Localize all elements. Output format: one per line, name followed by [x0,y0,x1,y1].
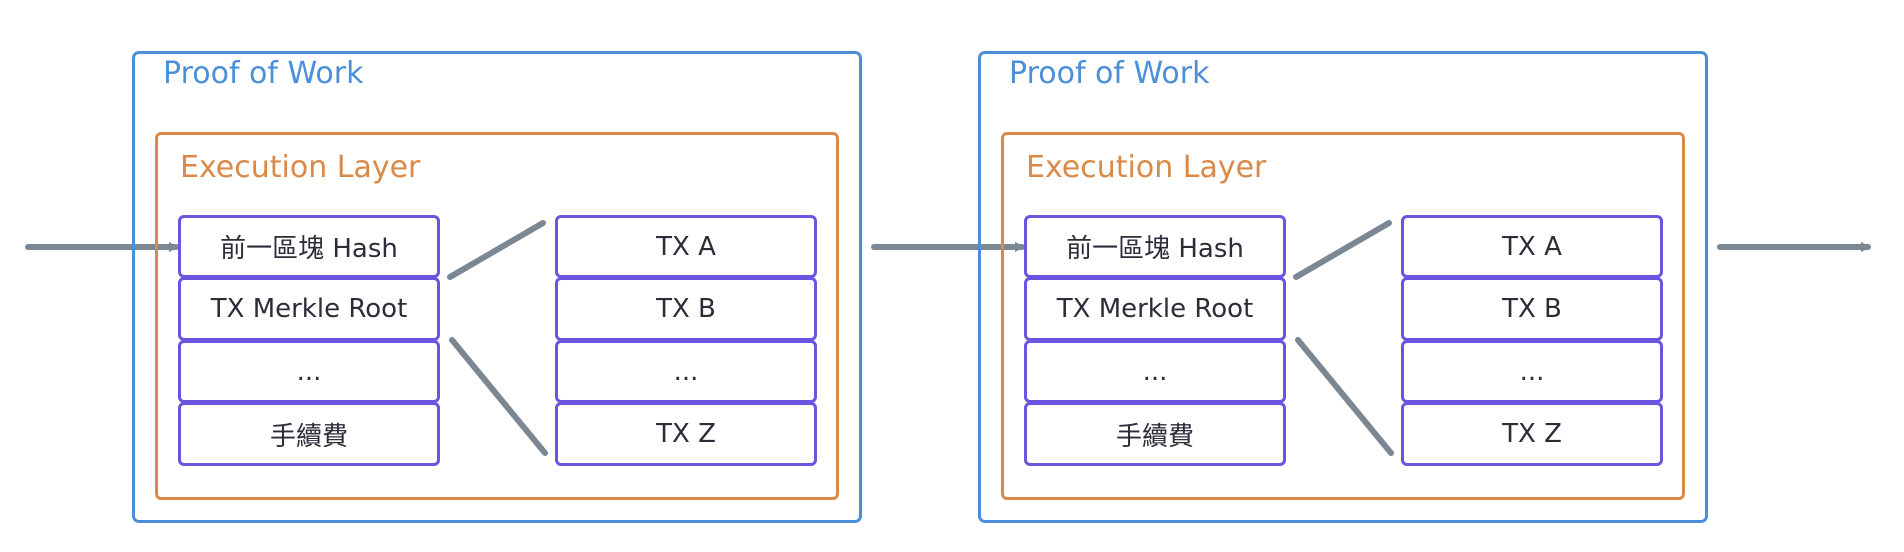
execution-layer-container [155,132,839,500]
header-field-fee: 手續費 [1024,402,1286,466]
header-field-merkle-root: TX Merkle Root [1024,277,1286,341]
transaction-cell-b: TX B [1401,277,1663,341]
header-field-fee: 手續費 [178,402,440,466]
header-field-prev-hash: 前一區塊 Hash [178,215,440,278]
header-field-ellipsis: ... [178,340,440,403]
proof-of-work-title: Proof of Work [163,56,364,91]
execution-layer-title: Execution Layer [1026,150,1267,185]
transaction-cell-a: TX A [555,215,817,278]
transaction-cell-ellipsis: ... [1401,340,1663,403]
transaction-cell-ellipsis: ... [555,340,817,403]
proof-of-work-title: Proof of Work [1009,56,1210,91]
execution-layer-container [1001,132,1685,500]
proof-of-work-container [132,51,862,523]
merkle-link-bottom [1295,337,1394,456]
proof-of-work-container [978,51,1708,523]
transaction-cell-b: TX B [555,277,817,341]
transaction-cell-z: TX Z [555,402,817,466]
merkle-link-top [447,220,546,280]
execution-layer-title: Execution Layer [180,150,421,185]
header-field-ellipsis: ... [1024,340,1286,403]
merkle-link-bottom [449,337,548,456]
merkle-link-top [1293,220,1392,280]
transaction-cell-z: TX Z [1401,402,1663,466]
header-field-merkle-root: TX Merkle Root [178,277,440,341]
header-field-prev-hash: 前一區塊 Hash [1024,215,1286,278]
transaction-cell-a: TX A [1401,215,1663,278]
